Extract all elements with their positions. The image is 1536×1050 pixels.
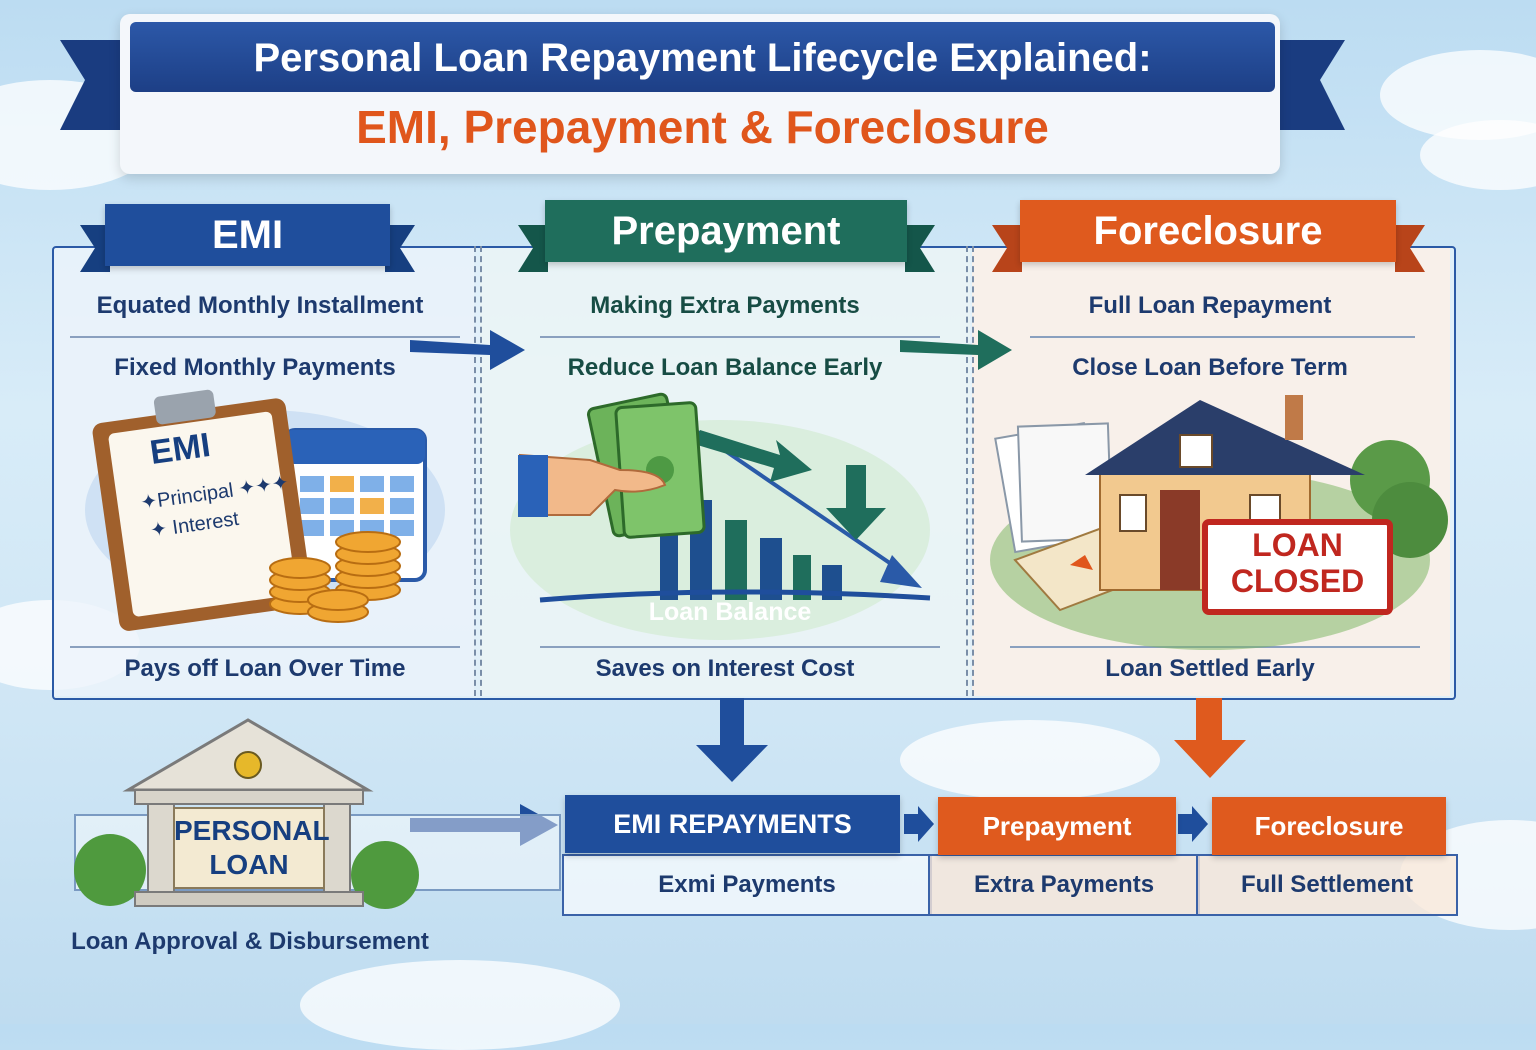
flow-prepayment-body: Extra Payments	[928, 854, 1200, 916]
emi-line1: Equated Monthly Installment	[96, 292, 424, 319]
flow-foreclosure-body: Full Settlement	[1196, 854, 1458, 916]
flow-arrows	[410, 330, 1246, 846]
rule	[1030, 336, 1415, 338]
prepayment-line2: Reduce Loan Balance Early	[567, 354, 883, 381]
flow-foreclosure-head: Foreclosure	[1212, 797, 1446, 855]
flow-emi-head: EMI REPAYMENTS	[565, 795, 900, 853]
document-icon	[994, 421, 1167, 612]
foreclosure-line1: Full Loan Repayment	[1088, 292, 1332, 319]
foreclosure-illustration	[990, 395, 1448, 650]
page-title: Personal Loan Repayment Lifecycle Explai…	[253, 36, 1152, 80]
loan-closed-line2: CLOSED	[1230, 563, 1365, 599]
loan-closed-line1: LOAN	[1252, 527, 1343, 563]
cash-hand-icon	[518, 392, 706, 539]
flow-prepayment-head: Prepayment	[938, 797, 1176, 855]
prepayment-line1: Making Extra Payments	[590, 292, 860, 319]
emi-header: EMI	[105, 204, 390, 266]
title-ribbon	[130, 22, 1275, 92]
rule	[70, 336, 460, 338]
foreclosure-header: Foreclosure	[1020, 200, 1396, 262]
rule	[540, 336, 940, 338]
divider	[972, 246, 974, 696]
emi-footer: Pays off Loan Over Time	[124, 655, 406, 682]
foreclosure-line2: Close Loan Before Term	[1072, 354, 1348, 381]
rule	[70, 646, 460, 648]
loan-closed-sign	[1202, 519, 1393, 615]
coin-stack-icon	[269, 531, 401, 623]
prepayment-footer: Saves on Interest Cost	[595, 655, 855, 682]
clipboard-icon	[92, 389, 313, 631]
prepayment-illustration	[510, 392, 931, 640]
foreclosure-footer: Loan Settled Early	[1105, 655, 1315, 682]
flow-emi-body: Exmi Payments	[562, 854, 932, 916]
arrow-icon	[410, 330, 1246, 846]
bank-label-line2: LOAN	[209, 849, 289, 880]
divider	[480, 246, 482, 696]
bank-building-icon	[74, 718, 561, 909]
emi-line2: Fixed Monthly Payments	[114, 354, 396, 381]
emi-illustration	[85, 389, 445, 631]
divider	[474, 246, 476, 696]
bank-caption: Loan Approval & Disbursement	[71, 928, 429, 955]
bank-label-line1: PERSONAL	[174, 815, 330, 846]
loan-balance-label: Loan Balance	[648, 598, 812, 626]
prepayment-header: Prepayment	[545, 200, 907, 262]
divider	[966, 246, 968, 696]
page-subtitle: EMI, Prepayment & Foreclosure	[356, 101, 1049, 153]
bar-chart-icon	[539, 418, 931, 603]
header-ribbon-tails	[80, 225, 1425, 272]
rule	[540, 646, 940, 648]
